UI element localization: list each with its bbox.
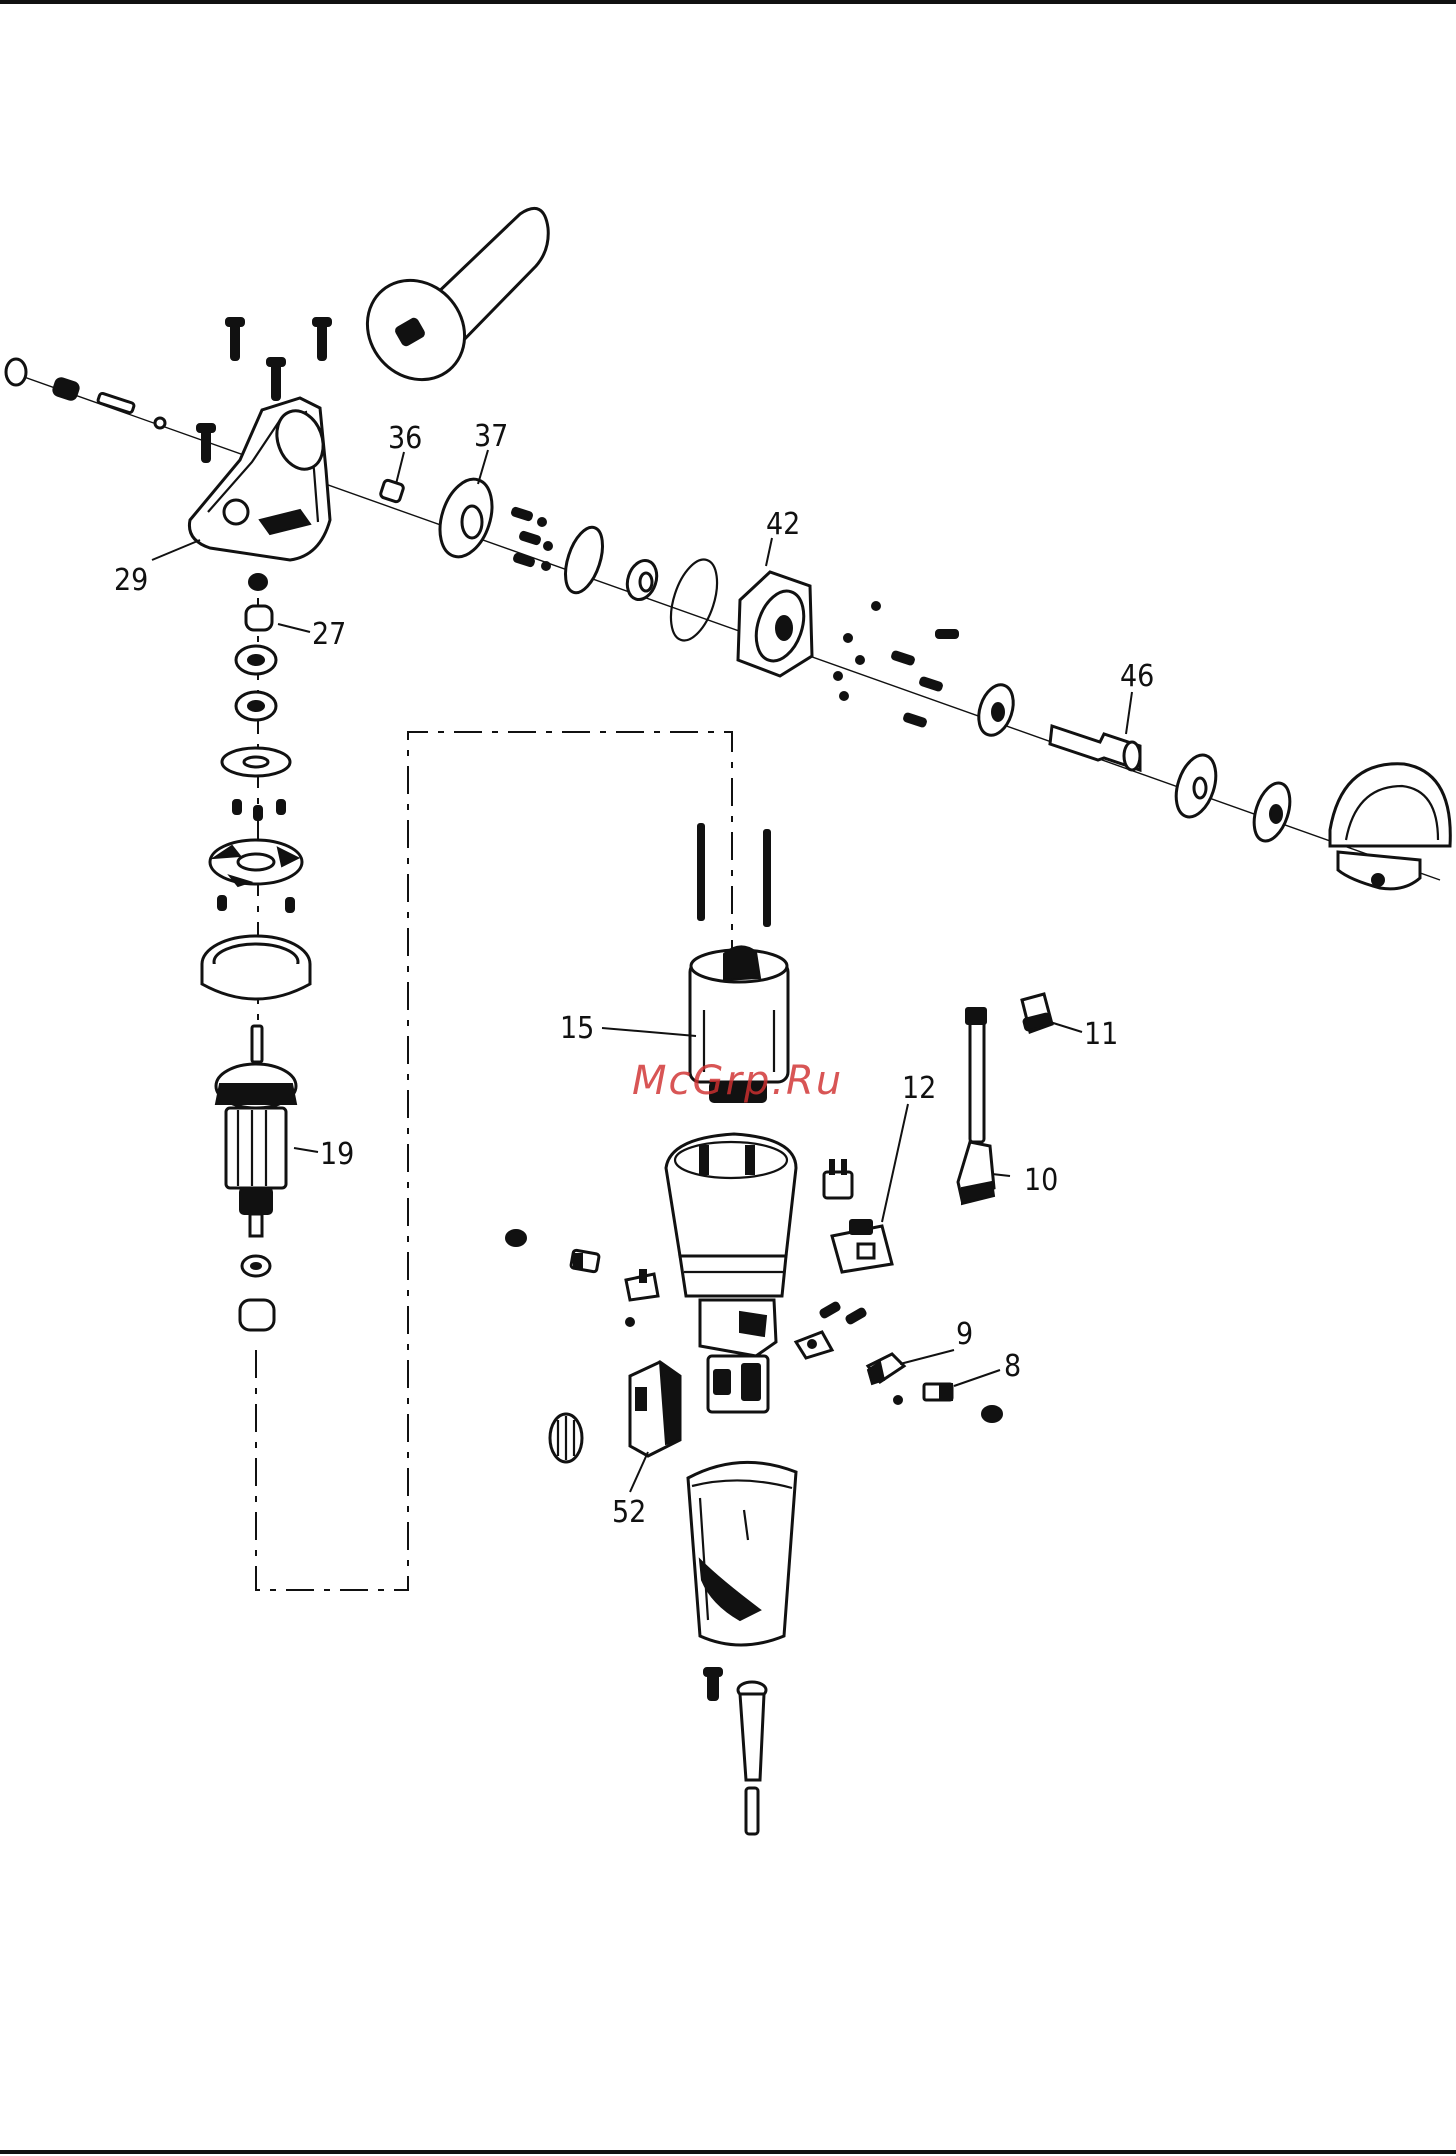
part-19-armature xyxy=(216,1026,296,1236)
callout-12: 12 xyxy=(902,1071,936,1106)
part-52-electronic-module xyxy=(630,1362,680,1456)
callout-37: 37 xyxy=(474,419,508,454)
callout-46: 46 xyxy=(1120,659,1154,694)
cover-screws xyxy=(834,602,958,727)
callout-19: 19 xyxy=(320,1137,354,1172)
side-handle xyxy=(347,208,548,399)
callout-15: 15 xyxy=(560,1011,594,1046)
top-rule xyxy=(0,0,1456,4)
armature-bearings xyxy=(240,1256,274,1330)
body-small-parts-left xyxy=(506,1230,658,1326)
motor-housing xyxy=(666,1134,796,1296)
part-36-bushing xyxy=(380,479,405,502)
part-8-carbon-brush xyxy=(924,1384,1002,1422)
long-screws xyxy=(698,824,770,926)
brush-holder-screws xyxy=(796,1302,867,1358)
part-9-brush-holder xyxy=(868,1354,904,1404)
part-10-switch-rod xyxy=(958,1008,994,1204)
flange-screws xyxy=(511,507,552,570)
spindle-bearing xyxy=(973,680,1020,739)
switch-assembly xyxy=(700,1300,776,1412)
spindle-lock-parts xyxy=(6,359,165,428)
part-42-bearing-cover xyxy=(738,572,812,676)
spindle-axis xyxy=(10,372,1440,880)
callout-52: 52 xyxy=(612,1495,646,1530)
gear-housing xyxy=(189,398,331,560)
callout-8: 8 xyxy=(1004,1349,1021,1384)
rear-housing xyxy=(688,1462,796,1645)
callout-29: 29 xyxy=(114,563,148,598)
callout-9: 9 xyxy=(956,1317,973,1352)
part-11-slide-button xyxy=(1022,994,1052,1032)
wheel-flanges xyxy=(1169,750,1296,845)
bearing-plate xyxy=(222,748,290,776)
wheel-guard xyxy=(1330,764,1450,889)
part-12-interference-filter xyxy=(824,1160,892,1272)
speed-dial-wheel xyxy=(550,1414,582,1462)
callout-27: 27 xyxy=(312,617,346,652)
fan-baffle xyxy=(210,840,302,886)
callout-36: 36 xyxy=(388,421,422,456)
bottom-rule xyxy=(0,2150,1456,2154)
cord-guard xyxy=(704,1668,766,1834)
fan-guide-ring xyxy=(202,936,310,999)
watermark: McGrp.Ru xyxy=(632,1058,843,1104)
part-37-flange xyxy=(431,473,501,564)
callout-42: 42 xyxy=(766,507,800,542)
bevel-gear-bearings xyxy=(236,646,276,720)
gear-bearing-set xyxy=(558,523,726,646)
callout-11: 11 xyxy=(1084,1017,1118,1052)
callout-10: 10 xyxy=(1024,1163,1058,1198)
